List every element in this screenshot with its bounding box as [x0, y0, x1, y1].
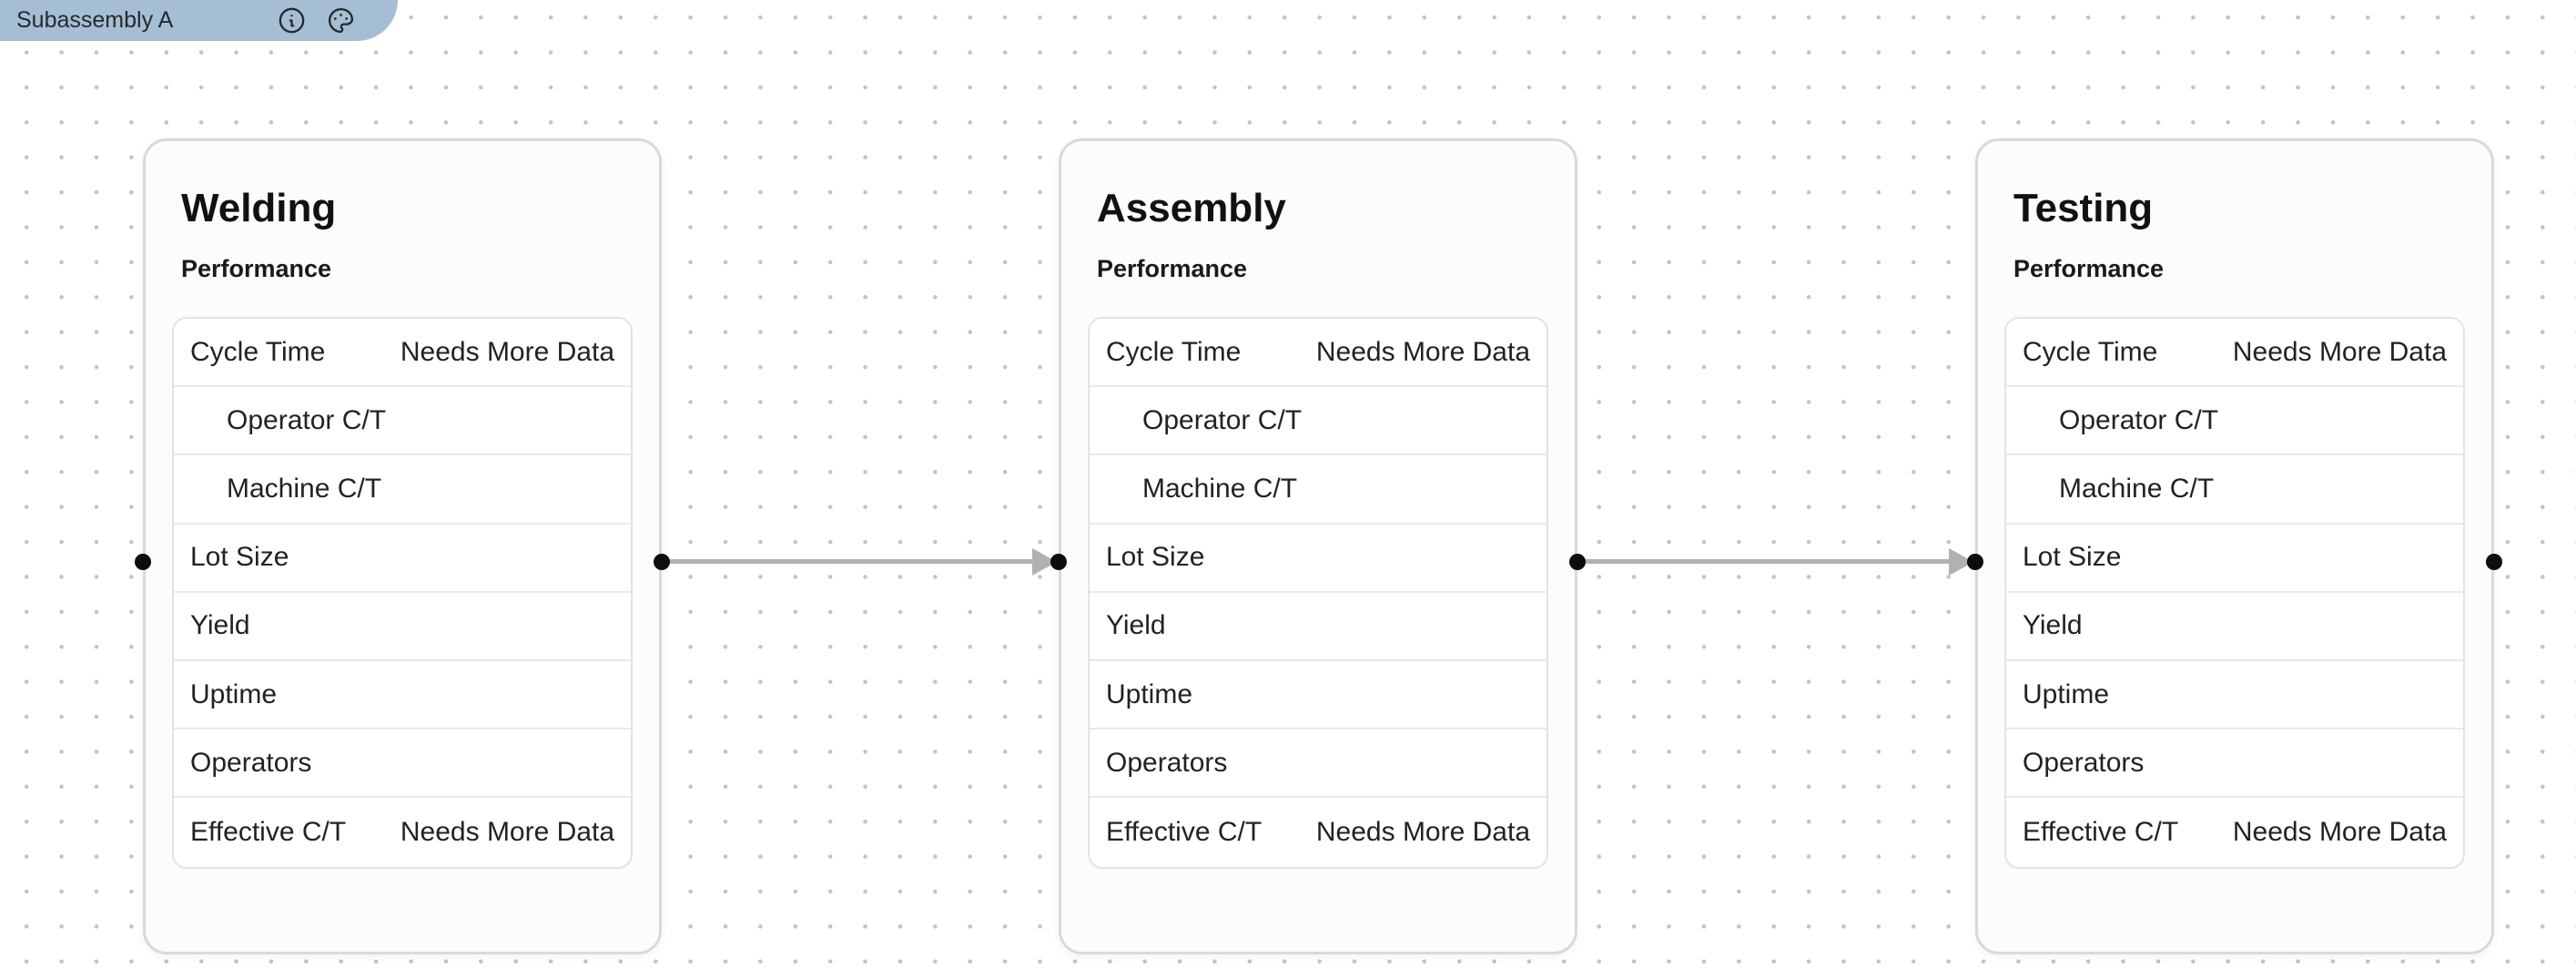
- sheet-tab-label: Subassembly A: [16, 7, 174, 33]
- metric-row-machine-ct[interactable]: Machine C/T: [1090, 455, 1547, 525]
- metrics-table: Cycle Time Needs More Data Operator C/T …: [2004, 317, 2465, 869]
- flow-edge-assembly-to-testing[interactable]: [1577, 559, 1952, 564]
- metric-label: Uptime: [2023, 678, 2110, 709]
- metric-label: Yield: [2023, 610, 2083, 641]
- palette-icon[interactable]: [326, 5, 356, 36]
- metric-label: Yield: [190, 610, 250, 641]
- flow-edge-welding-to-assembly[interactable]: [662, 559, 1035, 564]
- metric-row-cycle-time[interactable]: Cycle Time Needs More Data: [2006, 319, 2463, 388]
- metric-label: Operator C/T: [227, 404, 387, 435]
- node-title: Assembly: [1097, 186, 1286, 230]
- sheet-tab-subassembly-a[interactable]: Subassembly A: [0, 0, 398, 41]
- metric-label: Operator C/T: [1142, 404, 1303, 435]
- connection-handle-testing-right[interactable]: [2486, 554, 2502, 570]
- metric-row-operators[interactable]: Operators: [1090, 729, 1547, 799]
- connection-handle-welding-left[interactable]: [135, 554, 151, 570]
- metric-status-value: Needs More Data: [1315, 336, 1530, 367]
- metric-label: Cycle Time: [190, 336, 326, 367]
- metric-label: Operators: [2023, 747, 2145, 778]
- metric-row-effective-ct[interactable]: Effective C/T Needs More Data: [174, 798, 631, 867]
- metric-label: Machine C/T: [227, 473, 382, 504]
- metric-row-machine-ct[interactable]: Machine C/T: [174, 455, 631, 525]
- metric-label: Cycle Time: [2023, 336, 2158, 367]
- metric-label: Lot Size: [1106, 542, 1205, 573]
- metric-row-operator-ct[interactable]: Operator C/T: [174, 387, 631, 456]
- metric-label: Uptime: [190, 678, 278, 709]
- metrics-table: Cycle Time Needs More Data Operator C/T …: [172, 317, 633, 869]
- metric-label: Cycle Time: [1106, 336, 1242, 367]
- metric-row-uptime[interactable]: Uptime: [1090, 660, 1547, 730]
- connection-handle-assembly-left[interactable]: [1050, 554, 1067, 570]
- performance-section-heading: Performance: [1097, 255, 1248, 282]
- metric-row-operators[interactable]: Operators: [174, 729, 631, 799]
- metric-status-value: Needs More Data: [400, 816, 614, 847]
- metric-label: Lot Size: [190, 542, 289, 573]
- metric-label: Effective C/T: [2023, 816, 2179, 847]
- performance-section-heading: Performance: [2013, 255, 2165, 282]
- metric-row-cycle-time[interactable]: Cycle Time Needs More Data: [1090, 319, 1547, 388]
- metric-row-lot-size[interactable]: Lot Size: [174, 524, 631, 593]
- metric-status-value: Needs More Data: [2232, 816, 2447, 847]
- performance-section-heading: Performance: [181, 255, 332, 282]
- metric-row-yield[interactable]: Yield: [1090, 592, 1547, 661]
- process-node-testing[interactable]: Testing Performance Cycle Time Needs Mor…: [1975, 138, 2494, 954]
- metric-status-value: Needs More Data: [400, 336, 614, 367]
- metric-row-uptime[interactable]: Uptime: [2006, 660, 2463, 730]
- connection-handle-assembly-right[interactable]: [1569, 554, 1586, 570]
- metric-label: Operators: [190, 747, 312, 778]
- node-title: Welding: [181, 186, 337, 230]
- metric-label: Operator C/T: [2059, 404, 2219, 435]
- metric-status-value: Needs More Data: [1315, 816, 1530, 847]
- process-node-assembly[interactable]: Assembly Performance Cycle Time Needs Mo…: [1059, 138, 1577, 954]
- metric-label: Machine C/T: [2059, 473, 2215, 504]
- sheet-tab-icons: [277, 5, 356, 36]
- metric-label: Operators: [1106, 747, 1228, 778]
- node-title: Testing: [2013, 186, 2154, 230]
- metric-row-cycle-time[interactable]: Cycle Time Needs More Data: [174, 319, 631, 388]
- metric-label: Effective C/T: [190, 816, 347, 847]
- metric-row-machine-ct[interactable]: Machine C/T: [2006, 455, 2463, 525]
- metric-row-yield[interactable]: Yield: [174, 592, 631, 661]
- metric-row-operator-ct[interactable]: Operator C/T: [2006, 387, 2463, 456]
- metric-label: Uptime: [1106, 678, 1193, 709]
- metric-row-operators[interactable]: Operators: [2006, 729, 2463, 799]
- info-icon[interactable]: [277, 5, 307, 36]
- process-node-welding[interactable]: Welding Performance Cycle Time Needs Mor…: [143, 138, 662, 954]
- metric-label: Lot Size: [2023, 542, 2122, 573]
- metric-row-lot-size[interactable]: Lot Size: [1090, 524, 1547, 593]
- metric-label: Machine C/T: [1142, 473, 1298, 504]
- connection-handle-testing-left[interactable]: [1967, 554, 1983, 570]
- metric-label: Yield: [1106, 610, 1166, 641]
- metric-row-effective-ct[interactable]: Effective C/T Needs More Data: [1090, 798, 1547, 867]
- metric-row-lot-size[interactable]: Lot Size: [2006, 524, 2463, 593]
- metrics-table: Cycle Time Needs More Data Operator C/T …: [1088, 317, 1548, 869]
- connection-handle-welding-right[interactable]: [654, 554, 670, 570]
- metric-row-effective-ct[interactable]: Effective C/T Needs More Data: [2006, 798, 2463, 867]
- metric-row-operator-ct[interactable]: Operator C/T: [1090, 387, 1547, 456]
- metric-row-uptime[interactable]: Uptime: [174, 660, 631, 730]
- metric-status-value: Needs More Data: [2232, 336, 2447, 367]
- metric-label: Effective C/T: [1106, 816, 1263, 847]
- metric-row-yield[interactable]: Yield: [2006, 592, 2463, 661]
